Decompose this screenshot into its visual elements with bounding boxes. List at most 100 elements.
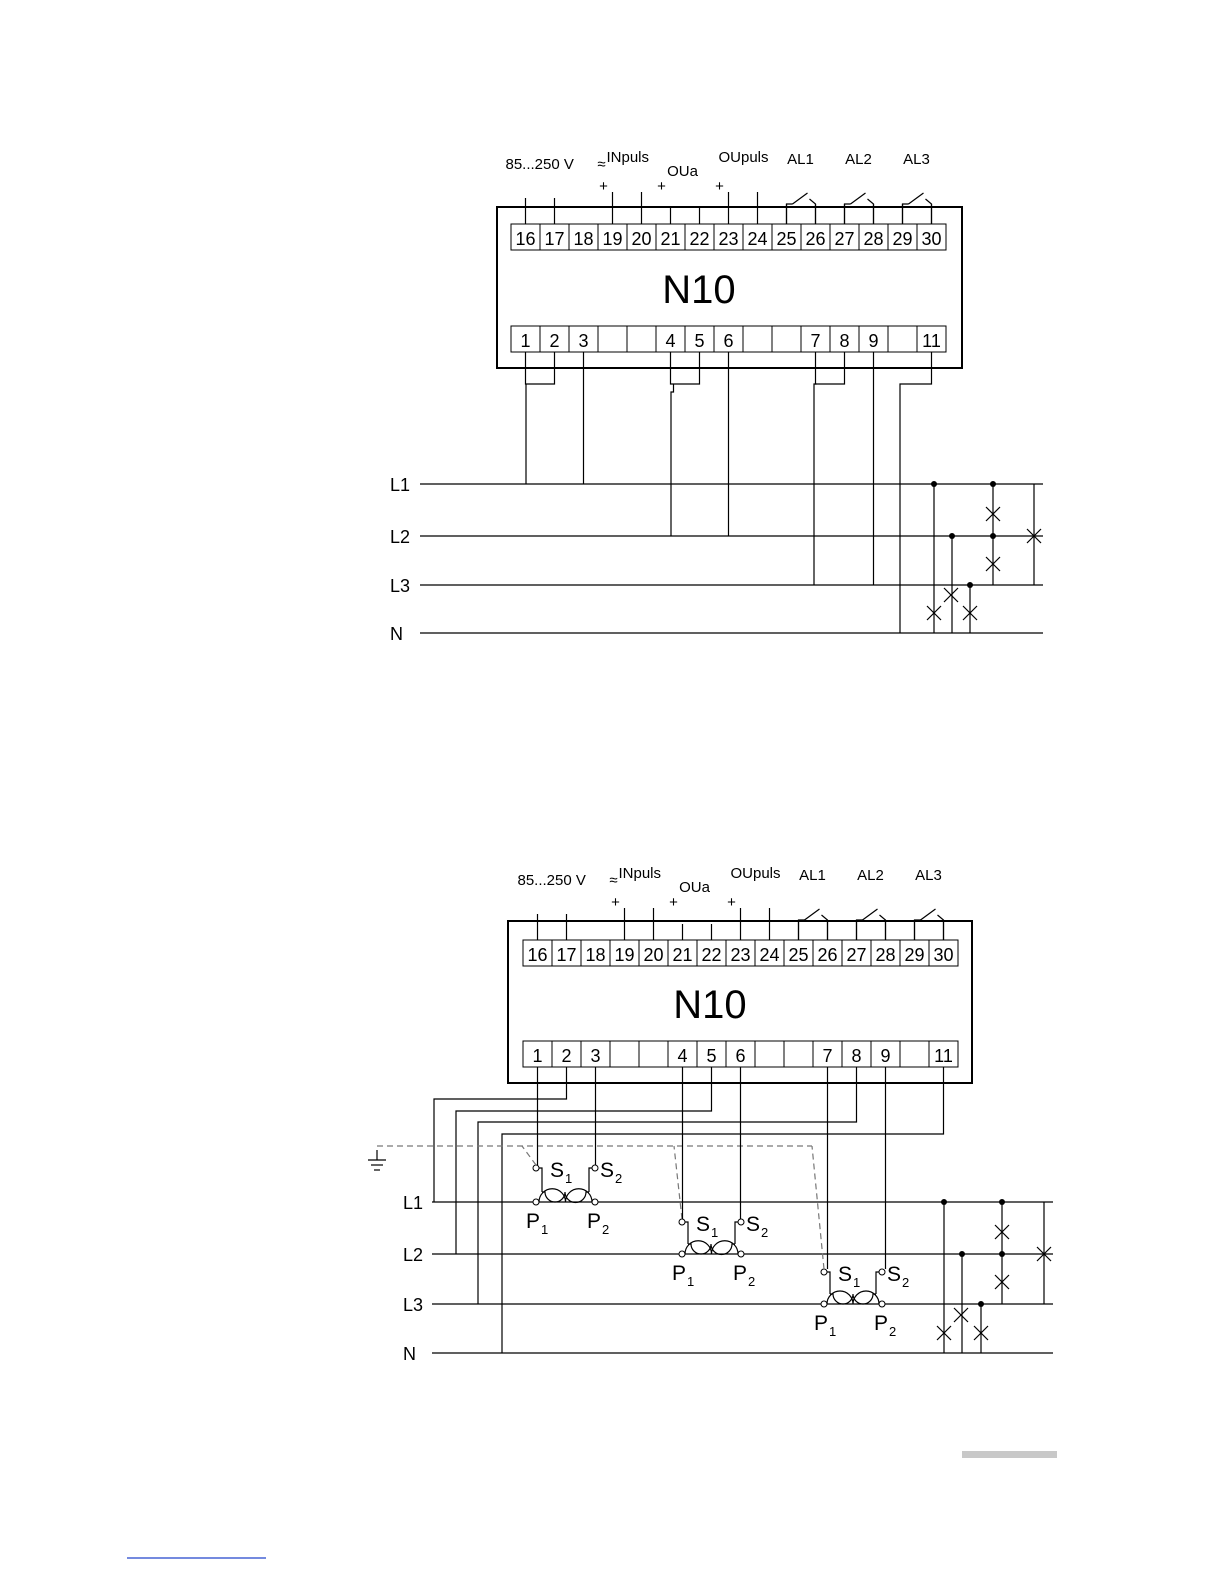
terminal-23: 23 xyxy=(718,229,738,249)
label-oua: OUa xyxy=(667,163,699,180)
relay-lead xyxy=(797,919,805,940)
ac-symbol: ≈ xyxy=(609,872,617,889)
bridge-1-2 xyxy=(524,352,556,385)
line-label-l3: L3 xyxy=(403,1295,423,1315)
terminal-2: 2 xyxy=(549,331,559,351)
terminal-27: 27 xyxy=(834,229,854,249)
relay-lead xyxy=(785,203,793,224)
line-label-l3: L3 xyxy=(390,576,410,596)
terminal-cell-top xyxy=(713,223,744,251)
terminal-11: 11 xyxy=(934,1046,953,1066)
relay-contact xyxy=(843,192,875,224)
terminal-25: 25 xyxy=(788,945,808,965)
terminal-30: 30 xyxy=(921,229,941,249)
cross-stroke xyxy=(962,605,978,621)
label-al2: AL2 xyxy=(845,151,872,168)
label-s2: S xyxy=(600,1159,614,1182)
terminal-22: 22 xyxy=(701,945,721,965)
ct-secondary-lead xyxy=(827,1271,831,1294)
label-oupuls: OUpuls xyxy=(731,865,781,882)
terminal-3: 3 xyxy=(590,1046,600,1066)
terminal-28: 28 xyxy=(875,945,895,965)
label-inpuls: INpuls xyxy=(619,865,662,882)
label-s1: S xyxy=(838,1263,852,1286)
line-label-l2: L2 xyxy=(390,527,410,547)
plus-oua: + xyxy=(657,178,666,195)
terminal-29: 29 xyxy=(892,229,912,249)
cross-stroke xyxy=(994,1224,1010,1240)
label-s1: S xyxy=(550,1159,564,1182)
terminal-4: 4 xyxy=(677,1046,687,1066)
plus-oupuls: + xyxy=(727,894,736,911)
ct-coil xyxy=(542,1191,589,1204)
relay-lead xyxy=(821,914,829,940)
terminal-21: 21 xyxy=(672,945,692,965)
terminal-cell-bottom xyxy=(609,1040,640,1068)
terminal-5: 5 xyxy=(706,1046,716,1066)
relay-blade xyxy=(792,192,808,205)
relay-lead xyxy=(937,914,945,940)
wire-voltage-l1 xyxy=(433,1067,568,1202)
label-sub: 2 xyxy=(761,1225,768,1240)
label-sub: 1 xyxy=(687,1274,694,1289)
plus-oupuls: + xyxy=(715,178,724,195)
ct-terminal xyxy=(591,1198,599,1206)
device-frame xyxy=(496,206,963,369)
label-s2: S xyxy=(887,1263,901,1286)
ct-secondary-lead xyxy=(734,1221,738,1244)
label-p1: P xyxy=(814,1312,828,1335)
relay-lead xyxy=(855,919,863,940)
label-s2: S xyxy=(746,1213,760,1236)
label-p1: P xyxy=(672,1262,686,1285)
label-al3: AL3 xyxy=(915,867,942,884)
page-marker-bar xyxy=(962,1451,1057,1458)
label-sub: 2 xyxy=(902,1275,909,1290)
capacitor-cross xyxy=(994,1274,1010,1290)
terminal-cell-bottom xyxy=(551,1040,582,1068)
wire-voltage-l2 xyxy=(455,1067,713,1254)
terminal-22: 22 xyxy=(689,229,709,249)
relay-lead xyxy=(925,198,933,224)
terminal-16: 16 xyxy=(515,229,535,249)
cross-stroke xyxy=(985,556,1001,572)
label-supply: 85...250 V xyxy=(518,872,586,889)
label-al2: AL2 xyxy=(857,867,884,884)
terminal-7: 7 xyxy=(810,331,820,351)
capacitor-cross xyxy=(1036,1246,1052,1262)
terminal-cell-top xyxy=(655,223,686,251)
label-sub: 1 xyxy=(853,1275,860,1290)
label-al3: AL3 xyxy=(903,151,930,168)
terminal-8: 8 xyxy=(839,331,849,351)
label-sub: 1 xyxy=(829,1324,836,1339)
ct-primary xyxy=(538,1188,593,1203)
terminal-1: 1 xyxy=(532,1046,542,1066)
relay-lead xyxy=(913,919,921,940)
cross-stroke xyxy=(994,1274,1010,1290)
relay-lead xyxy=(809,198,817,224)
ct-ground-link xyxy=(673,1145,683,1220)
label-p2: P xyxy=(874,1312,888,1335)
relay-blade xyxy=(908,192,924,205)
terminal-cell-bottom xyxy=(899,1040,930,1068)
terminal-21: 21 xyxy=(660,229,680,249)
ct-terminal xyxy=(878,1268,886,1276)
terminal-27: 27 xyxy=(846,945,866,965)
terminal-cell-bottom xyxy=(539,325,570,353)
relay-blade xyxy=(804,908,820,921)
relay-contact xyxy=(797,908,829,940)
terminal-11: 11 xyxy=(922,331,941,351)
ac-symbol: ≈ xyxy=(597,156,605,173)
capacitor-cross xyxy=(985,556,1001,572)
label-sub: 1 xyxy=(541,1222,548,1237)
label-inpuls: INpuls xyxy=(607,149,650,166)
relay-lead xyxy=(901,203,909,224)
ct-terminal xyxy=(678,1250,686,1258)
cross-stroke xyxy=(926,605,942,621)
terminal-cell-bottom xyxy=(754,1040,785,1068)
terminal-9: 9 xyxy=(868,331,878,351)
label-p2: P xyxy=(587,1210,601,1233)
label-supply: 85...250 V xyxy=(506,156,574,173)
ct-terminal xyxy=(532,1198,540,1206)
plus-oua: + xyxy=(669,894,678,911)
